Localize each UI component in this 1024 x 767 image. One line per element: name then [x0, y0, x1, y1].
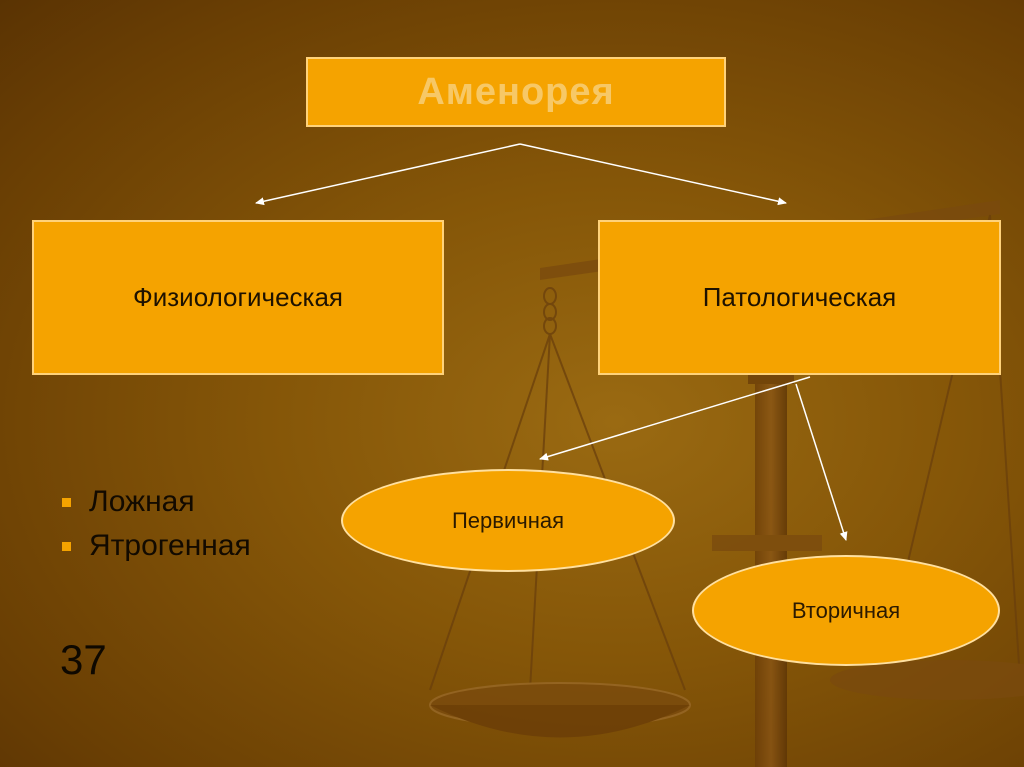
- leaf-node-secondary: Вторичная: [692, 555, 1000, 666]
- list-item: Ятрогенная: [62, 524, 251, 568]
- branch-node-physiological: Физиологическая: [32, 220, 444, 375]
- leaf-node-primary: Первичная: [341, 469, 675, 572]
- bullet-text: Ятрогенная: [89, 529, 251, 562]
- bullet-text: Ложная: [89, 485, 195, 518]
- square-bullet-icon: [62, 541, 71, 551]
- slide-number: 37: [60, 636, 107, 683]
- root-node-amenorrhea: Аменорея: [306, 57, 726, 127]
- square-bullet-icon: [62, 497, 71, 507]
- leaf-node-label-primary: Первичная: [451, 507, 565, 533]
- branch-node-label-physiological: Физиологическая: [132, 282, 344, 312]
- list-item: Ложная: [62, 480, 251, 524]
- bullet-list: Ложная Ятрогенная: [62, 480, 251, 568]
- root-node-label: Аменорея: [417, 70, 615, 113]
- branch-node-pathological: Патологическая: [598, 220, 1001, 375]
- leaf-node-label-secondary: Вторичная: [791, 597, 901, 623]
- branch-node-label-pathological: Патологическая: [702, 282, 897, 312]
